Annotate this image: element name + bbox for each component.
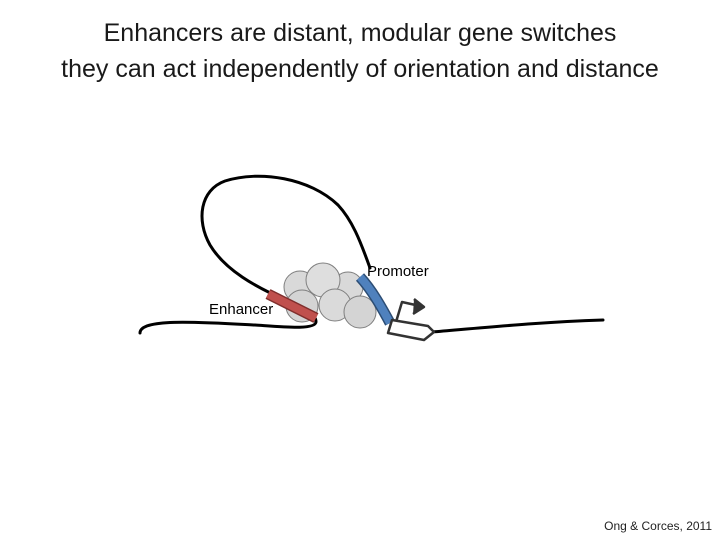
promoter-element bbox=[355, 273, 395, 326]
dna-strand-right bbox=[430, 318, 605, 334]
promoter-label: Promoter bbox=[367, 263, 429, 280]
enhancer-label: Enhancer bbox=[209, 301, 273, 318]
gene-body-arrow bbox=[386, 318, 436, 342]
slide-title-line-1: Enhancers are distant, modular gene swit… bbox=[103, 19, 617, 47]
slide-title-line-2: they can act independently of orientatio… bbox=[61, 55, 659, 83]
transcription-start-arrow bbox=[394, 298, 426, 323]
enhancer-element bbox=[265, 289, 319, 323]
dna-strand-loop bbox=[138, 174, 372, 335]
protein-complex bbox=[283, 262, 377, 329]
citation: Ong & Corces, 2011 bbox=[604, 519, 712, 533]
